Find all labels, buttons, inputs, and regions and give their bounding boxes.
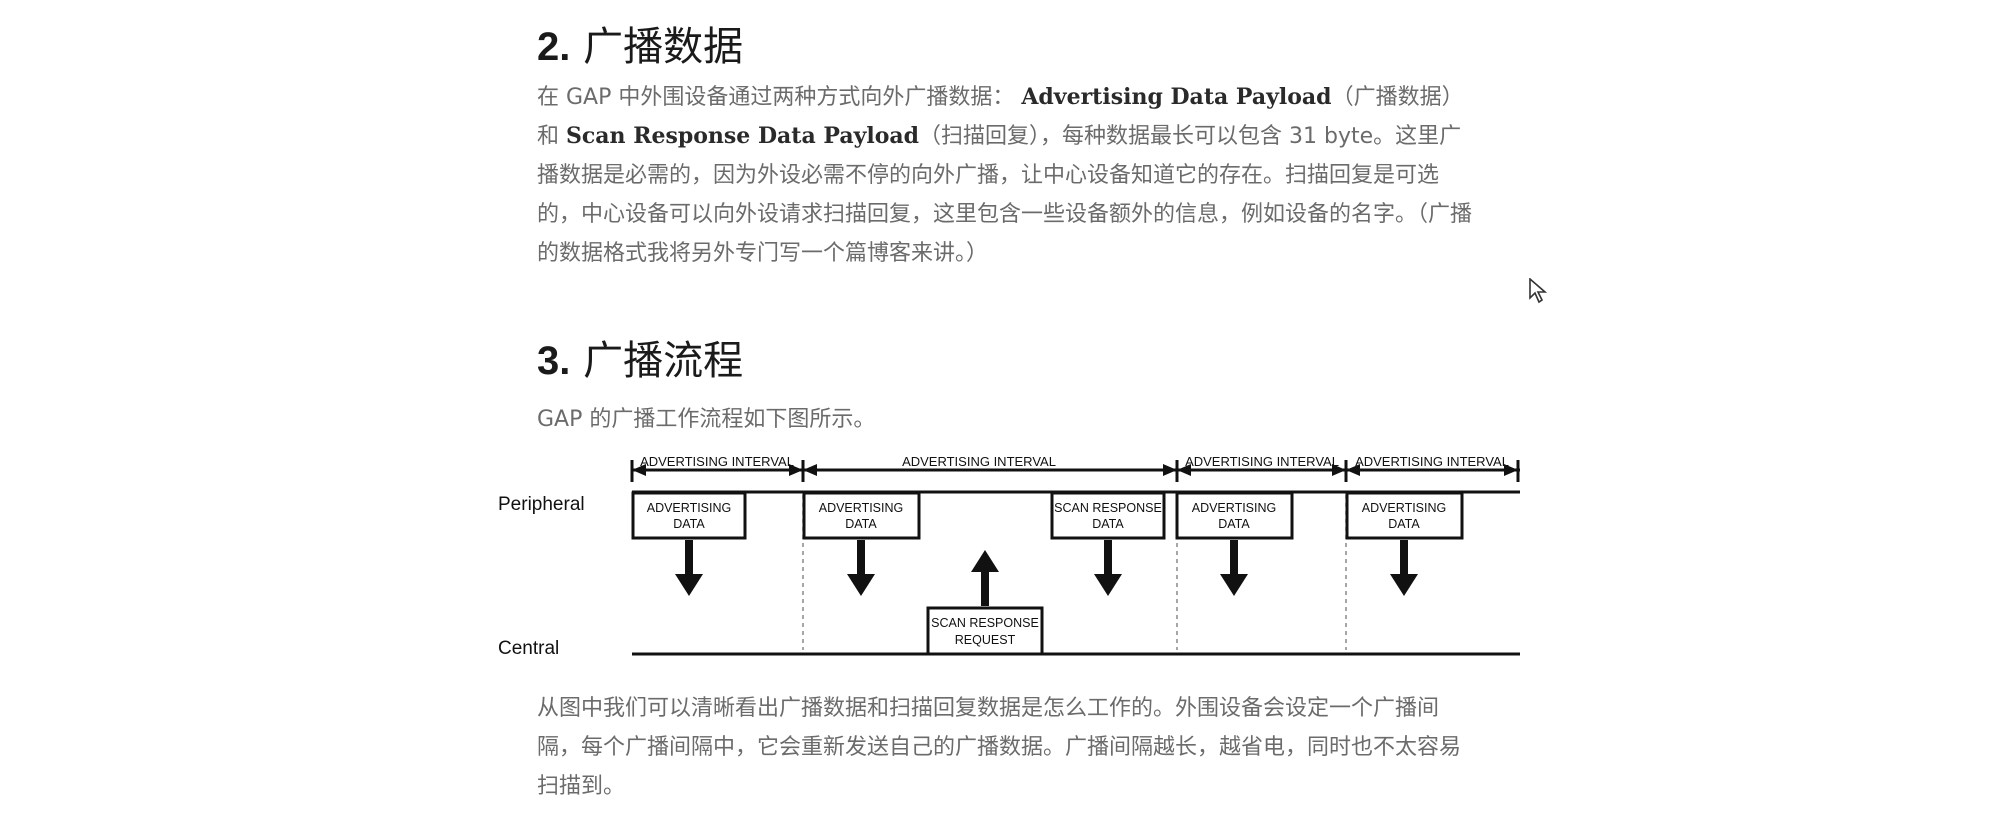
advertising-data-payload-term: Advertising Data Payload <box>1021 84 1332 110</box>
advertising-data-box <box>802 491 921 540</box>
section-2-paragraph: 在 GAP 中外围设备通过两种方式向外广播数据： Advertising Dat… <box>537 78 1477 273</box>
adv-data-text: DATA <box>1388 517 1420 531</box>
adv-data-text: DATA <box>673 517 705 531</box>
section-2-title: 广播数据 <box>583 24 744 70</box>
mouse-pointer-icon <box>1529 278 1548 304</box>
adv-data-text: DATA <box>1218 517 1250 531</box>
para-text: （广播数据）和 <box>537 85 1464 149</box>
adv-data-text: ADVERTISING <box>647 501 732 515</box>
section-3-intro: GAP 的广播工作流程如下图所示。 <box>537 407 876 432</box>
interval-label: ADVERTISING INTERVAL <box>1185 454 1339 469</box>
advertising-data-box <box>1175 491 1294 540</box>
adv-data-text: DATA <box>845 517 877 531</box>
adv-data-text: ADVERTISING <box>819 501 904 515</box>
adv-data-text: ADVERTISING <box>1362 501 1447 515</box>
scan-req-text: SCAN RESPONSE <box>931 616 1039 630</box>
interval-label: ADVERTISING INTERVAL <box>640 454 794 469</box>
section-3-heading: 3. 广播流程 <box>537 328 743 386</box>
up-arrow-icon <box>971 550 999 606</box>
advertising-data-box <box>631 491 747 540</box>
down-arrow-icon <box>1390 540 1418 596</box>
advertising-process-diagram: ADVERTISING INTERVAL ADVERTISING INTERVA… <box>498 454 1520 659</box>
advertising-data-box <box>1345 491 1464 540</box>
scan-req-text: REQUEST <box>955 633 1016 647</box>
down-arrow-icon <box>847 540 875 596</box>
down-arrow-icon <box>1220 540 1248 596</box>
closing-paragraph: 从图中我们可以清晰看出广播数据和扫描回复数据是怎么工作的。外围设备会设定一个广播… <box>537 696 1462 799</box>
scan-response-request-box <box>926 606 1044 656</box>
section-3-title: 广播流程 <box>583 338 744 384</box>
section-2-heading: 2. 广播数据 <box>537 14 743 72</box>
section-3-number: 3. <box>537 339 571 383</box>
adv-data-text: ADVERTISING <box>1192 501 1277 515</box>
central-label: Central <box>498 638 559 659</box>
down-arrow-icon <box>1094 540 1122 596</box>
section-2-number: 2. <box>537 25 571 69</box>
scan-response-data-payload-term: Scan Response Data Payload <box>566 123 920 149</box>
scan-resp-text: DATA <box>1092 517 1124 531</box>
scan-resp-text: SCAN RESPONSE <box>1054 501 1162 515</box>
interval-label: ADVERTISING INTERVAL <box>1355 454 1509 469</box>
interval-label: ADVERTISING INTERVAL <box>902 454 1056 469</box>
para-text: （扫描回复），每种数据最长可以包含 31 byte。这里广播数据是必需的，因为外… <box>537 124 1473 266</box>
peripheral-label: Peripheral <box>498 494 585 515</box>
down-arrow-icon <box>675 540 703 596</box>
para-text: 在 GAP 中外围设备通过两种方式向外广播数据： <box>537 85 1015 110</box>
scan-response-data-box <box>1050 491 1166 540</box>
